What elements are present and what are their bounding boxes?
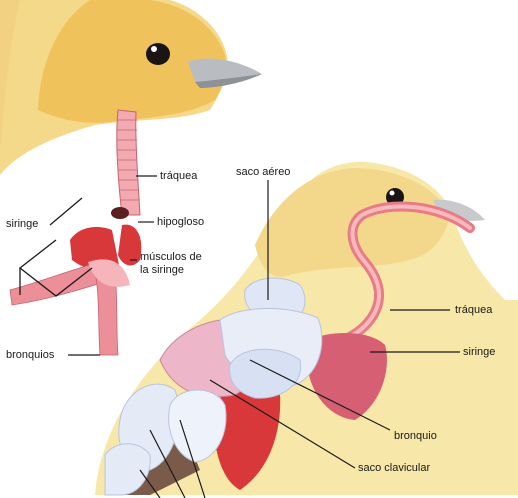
label-musculos-line2: la siringe xyxy=(140,264,184,276)
syrinx-muscle-right xyxy=(118,225,141,266)
label-saco-aereo: saco aéreo xyxy=(236,166,290,178)
label-musculos-line1: músculos de xyxy=(140,251,202,263)
label-traquea-right: tráquea xyxy=(455,304,492,316)
label-hipogloso: hipogloso xyxy=(157,216,204,228)
label-siringe-left: siringe xyxy=(6,218,38,230)
upper-bird-eye xyxy=(146,43,170,65)
label-traquea-upper: tráquea xyxy=(160,170,197,182)
label-bronquios: bronquios xyxy=(6,349,54,361)
label-bronquio: bronquio xyxy=(394,430,437,442)
label-siringe-right: siringe xyxy=(463,346,495,358)
label-saco-clavicular: saco clavicular xyxy=(358,462,430,474)
